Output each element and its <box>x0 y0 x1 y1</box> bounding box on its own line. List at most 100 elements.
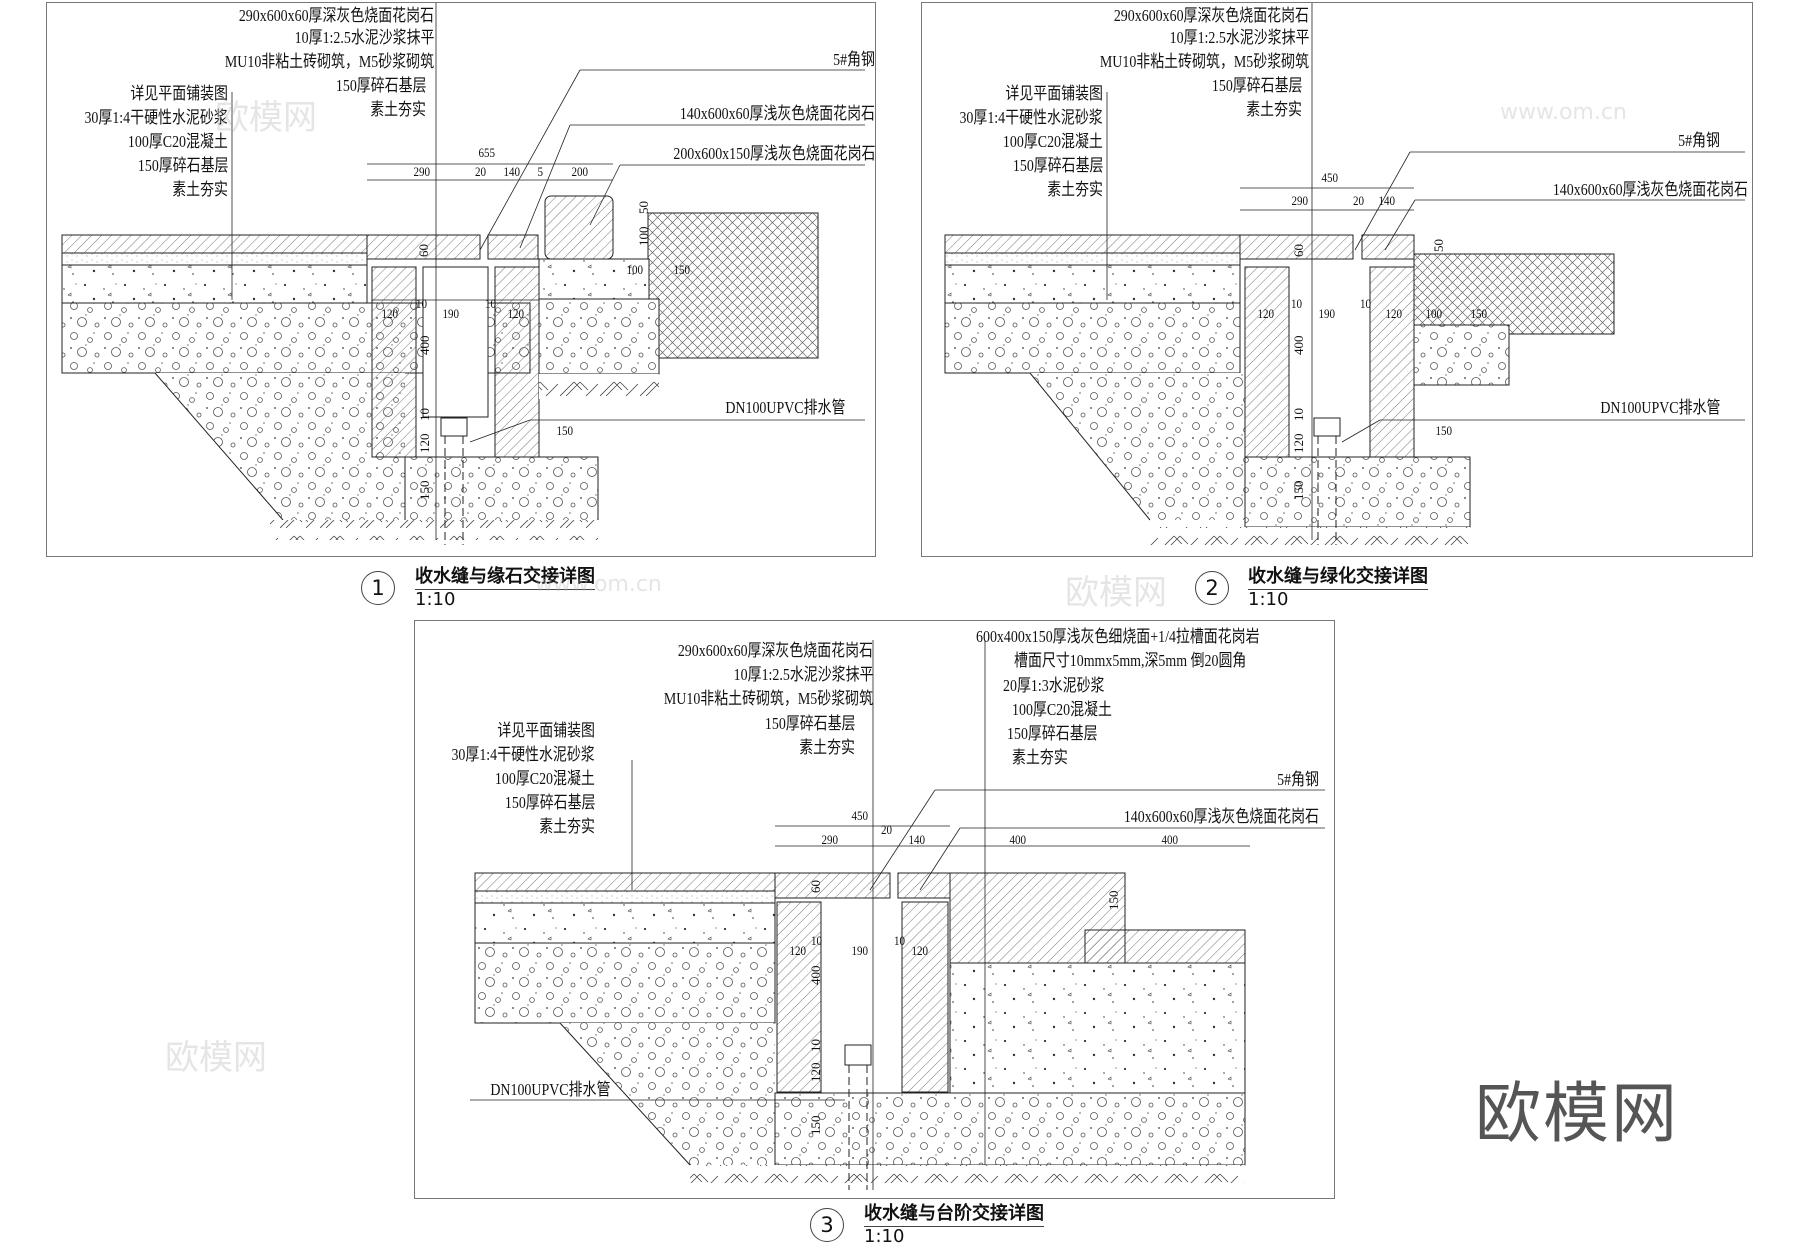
label-drain-pipe: DN100UPVC排水管 <box>724 398 845 417</box>
dim-290: 290 <box>1291 193 1309 208</box>
dim-v-60: 60 <box>416 244 431 257</box>
dim-150b: 150 <box>556 423 574 438</box>
label-top-granite: 290x600x60厚深灰色烧面花岗石 <box>677 641 873 660</box>
label-top-granite: 290x600x60厚深灰色烧面花岗石 <box>238 6 434 25</box>
label-left-dry-mortar: 30厚1:4干硬性水泥砂浆 <box>84 108 228 127</box>
dim-150a: 150 <box>1470 306 1488 321</box>
panel-3-scale: 1:10 <box>864 1226 905 1247</box>
dim-10a: 10 <box>810 933 823 948</box>
dim-10b: 10 <box>484 296 497 311</box>
dim-190: 190 <box>1318 306 1336 321</box>
label-angle-steel: 5#角钢 <box>1277 770 1319 789</box>
label-left-soil: 素土夯实 <box>1047 180 1103 199</box>
dim-v-50: 50 <box>1431 239 1446 252</box>
dim-20: 20 <box>474 164 487 179</box>
dim-200: 200 <box>571 164 589 179</box>
watermark-brand-logo: 欧模网 <box>1475 1075 1679 1152</box>
label-step-gravel: 150厚碎石基层 <box>1007 724 1098 743</box>
dim-290: 290 <box>821 832 839 847</box>
dim-10a: 10 <box>1290 296 1303 311</box>
panel-2-scale: 1:10 <box>1248 589 1289 610</box>
dim-v-400: 400 <box>1291 335 1306 356</box>
dim-655: 655 <box>478 145 496 160</box>
label-top-gravel: 150厚碎石基层 <box>764 714 855 733</box>
label-top-gravel: 150厚碎石基层 <box>1211 76 1302 95</box>
dim-120b: 120 <box>1385 306 1403 321</box>
label-top-mortar: 10厚1:2.5水泥沙浆抹平 <box>733 665 873 684</box>
dim-v-400: 400 <box>417 335 432 356</box>
dim-v-10: 10 <box>1291 408 1306 421</box>
label-left-concrete: 100厚C20混凝土 <box>1003 132 1103 151</box>
label-left-gravel: 150厚碎石基层 <box>1012 156 1103 175</box>
label-step-soil: 素土夯实 <box>1012 748 1068 767</box>
panel-3-title: 收水缝与台阶交接详图 <box>864 1199 1044 1227</box>
dim-v-60: 60 <box>808 880 823 893</box>
dim-v-120: 120 <box>808 1062 823 1083</box>
label-step-mortar: 20厚1:3水泥砂浆 <box>1003 676 1105 695</box>
label-granite-140: 140x600x60厚浅灰色烧面花岗石 <box>1552 180 1748 199</box>
dim-120b: 120 <box>911 943 929 958</box>
dim-400b: 400 <box>1161 832 1179 847</box>
panel-3-section <box>470 640 1325 1190</box>
label-granite-140: 140x600x60厚浅灰色烧面花岗石 <box>1123 807 1319 826</box>
dim-120a: 120 <box>1257 306 1275 321</box>
label-top-brick: MU10非粘土砖砌筑，M5砂浆砌筑 <box>1099 52 1309 71</box>
dim-100: 100 <box>1425 306 1443 321</box>
label-angle-steel: 5#角钢 <box>1678 131 1720 150</box>
label-step-granite: 600x400x150厚浅灰色细烧面+1/4拉槽面花岗岩 <box>976 627 1260 646</box>
dim-10b: 10 <box>893 933 906 948</box>
label-top-soil: 素土夯实 <box>1246 100 1302 119</box>
dim-150a: 150 <box>673 262 691 277</box>
label-drain-pipe: DN100UPVC排水管 <box>1599 398 1720 417</box>
label-granite-curb: 200x600x150厚浅灰色烧面花岗石 <box>672 144 875 163</box>
dim-v-100: 100 <box>636 226 651 247</box>
panel-2-section <box>944 2 1745 545</box>
dim-v-10: 10 <box>417 408 432 421</box>
panel-3-frame <box>414 620 1335 1199</box>
dim-20: 20 <box>1352 193 1365 208</box>
label-left-concrete: 100厚C20混凝土 <box>495 769 595 788</box>
dim-450: 450 <box>1321 170 1339 185</box>
label-left-paving: 详见平面铺装图 <box>497 721 595 740</box>
dim-v-150: 150 <box>417 480 432 501</box>
dim-120a: 120 <box>789 943 807 958</box>
dim-v-400: 400 <box>808 965 823 986</box>
dim-190: 190 <box>442 306 460 321</box>
dim-290: 290 <box>413 164 431 179</box>
label-left-paving: 详见平面铺装图 <box>130 84 228 103</box>
label-left-concrete: 100厚C20混凝土 <box>128 132 228 151</box>
dim-120a: 120 <box>381 306 399 321</box>
label-top-brick: MU10非粘土砖砌筑，M5砂浆砌筑 <box>663 689 873 708</box>
label-top-soil: 素土夯实 <box>799 738 855 757</box>
label-top-gravel: 150厚碎石基层 <box>335 76 426 95</box>
label-drain-pipe: DN100UPVC排水管 <box>489 1080 610 1099</box>
panel-1-section <box>61 2 865 545</box>
label-top-brick: MU10非粘土砖砌筑，M5砂浆砌筑 <box>224 52 434 71</box>
dim-20: 20 <box>880 822 893 837</box>
dim-100: 100 <box>626 262 644 277</box>
panel-1-number-badge: 1 <box>361 571 395 605</box>
label-step-concrete: 100厚C20混凝土 <box>1012 700 1112 719</box>
label-left-soil: 素土夯实 <box>539 817 595 836</box>
panel-2-title: 收水缝与绿化交接详图 <box>1248 562 1428 590</box>
dim-10b: 10 <box>1359 296 1372 311</box>
label-left-dry-mortar: 30厚1:4干硬性水泥砂浆 <box>959 108 1103 127</box>
panel-3-number-badge: 3 <box>810 1208 844 1242</box>
dim-120b: 120 <box>507 306 525 321</box>
dim-v-120: 120 <box>417 433 432 454</box>
dim-150b: 150 <box>1435 423 1453 438</box>
panel-1-title: 收水缝与缘石交接详图 <box>415 562 595 590</box>
label-top-mortar: 10厚1:2.5水泥沙浆抹平 <box>1169 28 1309 47</box>
panel-2-frame <box>921 2 1753 557</box>
label-top-soil: 素土夯实 <box>370 100 426 119</box>
label-left-gravel: 150厚碎石基层 <box>137 156 228 175</box>
label-step-groove: 槽面尺寸10mmx5mm,深5mm 倒20圆角 <box>1014 651 1247 670</box>
label-left-dry-mortar: 30厚1:4干硬性水泥砂浆 <box>451 745 595 764</box>
dim-v-150: 150 <box>1106 890 1121 911</box>
dim-v-60: 60 <box>1291 244 1306 257</box>
dim-140: 140 <box>503 164 521 179</box>
dim-v-150b: 150 <box>808 1115 823 1136</box>
dim-v-50: 50 <box>636 201 651 214</box>
dim-5: 5 <box>537 164 544 179</box>
